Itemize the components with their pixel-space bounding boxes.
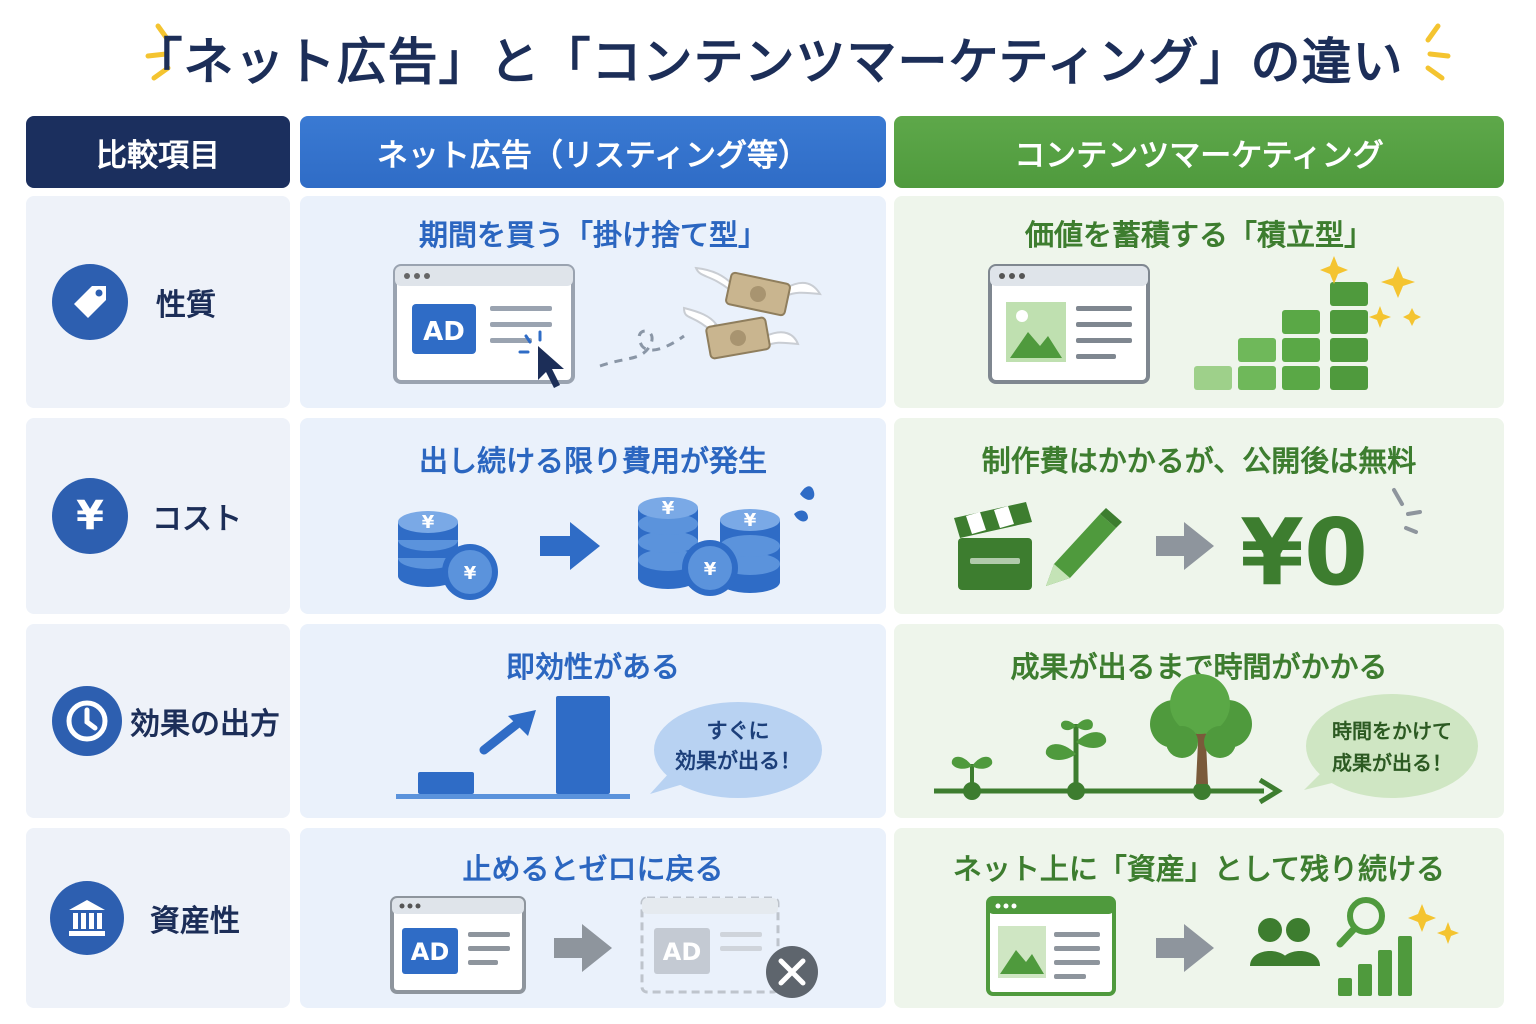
arrow-right-icon xyxy=(554,924,612,972)
content-browser-window xyxy=(986,896,1116,996)
speech-bubble-icon xyxy=(1304,694,1478,798)
cm-cost-heading: 制作費はかかるが、公開後は無料 xyxy=(981,444,1417,478)
ad-bubble-line-1: すぐに xyxy=(707,719,770,743)
cm-effect-illustration: 時間をかけて 成果が出る！ xyxy=(934,674,1478,805)
clock-icon xyxy=(52,686,122,756)
cm-nature-heading: 価値を蓄積する「積立型」 xyxy=(1024,218,1373,252)
ad-cost-heading: 出し続ける限り費用が発生 xyxy=(418,444,767,478)
yen-icon: ¥ xyxy=(52,478,128,554)
magnifier-icon xyxy=(1336,897,1385,948)
coin-yen-labels: ¥ ¥ xyxy=(422,512,477,584)
cm-asset-illustration xyxy=(986,896,1459,996)
content-browser-window xyxy=(988,264,1150,384)
row-label-nature: 性質 xyxy=(26,196,290,408)
bank-icon xyxy=(50,881,124,955)
sparkle-right-icon xyxy=(1425,23,1451,81)
svg-text:¥: ¥ xyxy=(744,510,757,531)
ad-nature-cell: 期間を買う「掛け捨て型」 AD xyxy=(300,196,886,408)
sprout-icon xyxy=(951,756,993,784)
clapperboard-icon xyxy=(954,502,1032,590)
arrow-right-icon xyxy=(1156,924,1214,972)
quick-growth-chart-icon xyxy=(396,696,630,799)
svg-text:¥: ¥ xyxy=(422,512,435,533)
ad-badge-text: AD xyxy=(423,317,465,347)
faded-ad-window xyxy=(640,896,780,994)
bar-growth-icon xyxy=(1338,936,1412,996)
ad-badge-text: AD xyxy=(411,938,450,966)
ad-nature-illustration: AD xyxy=(393,264,822,388)
ad-nature-heading: 期間を買う「掛け捨て型」 xyxy=(418,218,767,252)
cm-nature-illustration xyxy=(988,256,1421,390)
svg-text:¥: ¥ xyxy=(464,563,477,584)
ad-effect-heading: 即効性がある xyxy=(505,650,680,684)
cursor-icon xyxy=(518,330,564,388)
sparkle-icon xyxy=(1408,904,1459,944)
header-cm: コンテンツマーケティング xyxy=(894,116,1504,188)
zero-yen-text: ¥0 xyxy=(1240,499,1368,606)
svg-text:¥: ¥ xyxy=(662,498,675,519)
seedling-icon xyxy=(1045,719,1107,784)
ad-effect-cell: 即効性がある すぐに 効果が出る！ xyxy=(300,624,886,818)
row-label-asset: 資産性 xyxy=(26,828,290,1008)
cm-cost-illustration: ¥0 xyxy=(954,488,1422,606)
page-title: 「ネット広告」と「コンテンツマーケティング」の違い xyxy=(132,33,1404,91)
pencil-icon xyxy=(1046,508,1122,586)
coin-stack-large-icon xyxy=(638,486,815,596)
ad-asset-cell: 止めるとゼロに戻る AD AD xyxy=(300,828,886,1008)
cm-cost-cell: 制作費はかかるが、公開後は無料 ¥0 xyxy=(894,418,1504,614)
coin-stack-small-icon xyxy=(398,511,498,600)
cm-asset-heading: ネット上に「資産」として残り続ける xyxy=(952,852,1446,886)
cm-effect-cell: 成果が出るまで時間がかかる xyxy=(894,624,1504,818)
cm-nature-cell: 価値を蓄積する「積立型」 xyxy=(894,196,1504,408)
ad-effect-illustration: すぐに 効果が出る！ xyxy=(396,696,822,799)
ad-cost-cell: 出し続ける限り費用が発生 ¥ ¥ xyxy=(300,418,886,614)
arrow-right-icon xyxy=(1156,522,1214,570)
sparkle-icon xyxy=(1320,256,1421,328)
users-icon xyxy=(1250,918,1320,966)
row-label-effect: 効果の出方 xyxy=(26,624,290,818)
stacked-blocks-icon xyxy=(1194,282,1368,390)
emphasis-lines-icon xyxy=(1392,488,1422,534)
row-label-cost: ¥ コスト xyxy=(26,418,290,614)
ad-bubble-line-2: 効果が出る！ xyxy=(675,749,801,773)
ad-asset-illustration: AD AD xyxy=(390,896,818,998)
speech-bubble-icon xyxy=(650,702,822,798)
cm-bubble-line-1: 時間をかけて xyxy=(1332,719,1452,743)
header-label: 比較項目 xyxy=(26,116,290,188)
arrow-right-icon xyxy=(540,522,600,570)
coin-yen-labels-large: ¥ ¥ ¥ xyxy=(662,498,757,580)
tag-icon xyxy=(52,264,128,340)
faded-ad-badge-text: AD xyxy=(663,938,702,966)
ad-cost-illustration: ¥ ¥ xyxy=(398,486,815,600)
flying-money-icon-2 xyxy=(682,306,800,360)
ad-asset-heading: 止めるとゼロに戻る xyxy=(462,852,724,886)
header-ad: ネット広告（リスティング等） xyxy=(300,116,886,188)
sparkle-left-icon xyxy=(145,23,171,81)
ad-browser-window xyxy=(390,896,526,994)
flying-money-icon-1 xyxy=(694,266,822,317)
growth-timeline-icon xyxy=(934,777,1283,805)
tree-icon xyxy=(1150,674,1252,784)
close-icon xyxy=(766,946,818,998)
cm-asset-cell: ネット上に「資産」として残り続ける xyxy=(894,828,1504,1008)
svg-text:¥: ¥ xyxy=(704,559,717,580)
cm-bubble-line-2: 成果が出る！ xyxy=(1332,751,1452,775)
